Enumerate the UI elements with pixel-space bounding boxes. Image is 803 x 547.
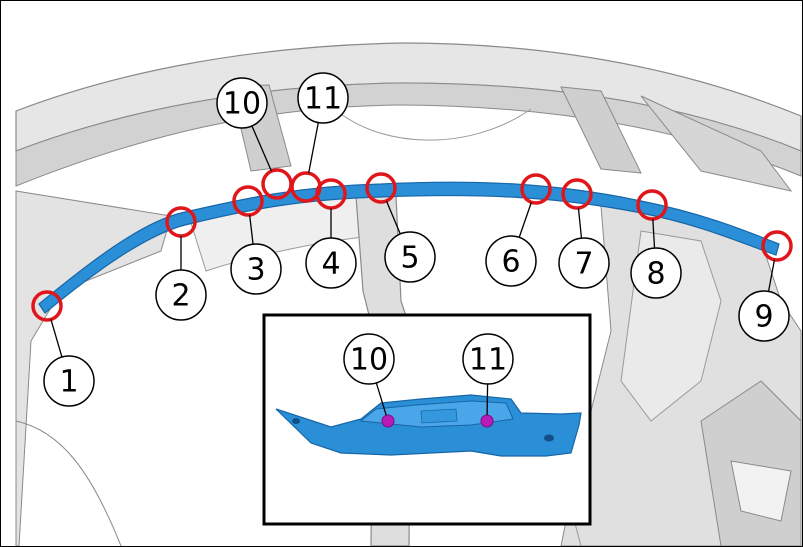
callout-number: 10 [350, 343, 388, 378]
callout-bubble [384, 231, 436, 283]
inset-leader-line-11 [486, 383, 489, 416]
callout-number: 1 [59, 365, 78, 400]
callout-5: 5 [384, 231, 436, 283]
leader-line-10 [251, 125, 273, 172]
leader-line-3 [248, 214, 254, 245]
callout-bubble [485, 235, 537, 287]
inset-callout-layer: 10 11 [343, 333, 514, 385]
callout-number: 10 [223, 87, 261, 122]
callout-layer: 1 2 3 4 5 6 7 8 9 10 11 [43, 72, 790, 407]
callout-bubble [343, 333, 395, 385]
callout-1: 1 [43, 355, 95, 407]
leader-line-11 [307, 122, 319, 174]
callout-bubble [558, 237, 610, 289]
marker-circle-5 [365, 172, 397, 204]
callout-number: 3 [246, 253, 265, 288]
callout-bubble [155, 269, 207, 321]
callout-number: 2 [171, 279, 190, 314]
leader-line-5 [385, 200, 401, 235]
callout-number: 11 [304, 82, 342, 117]
marker-circle-9 [761, 230, 793, 262]
leader-layer [50, 122, 776, 358]
inset-callout-11: 11 [462, 333, 514, 385]
callout-bubble [738, 290, 790, 342]
callout-9: 9 [738, 290, 790, 342]
marker-circle-8 [636, 189, 668, 221]
inset-leader-layer [375, 382, 489, 416]
callout-bubble [216, 77, 268, 129]
callout-number: 8 [646, 257, 665, 292]
roof-rail-part [38, 181, 780, 314]
callout-bubble [43, 355, 95, 407]
callout-bubble [297, 72, 349, 124]
inset-fastener-10 [381, 414, 395, 428]
callout-bubble [462, 333, 514, 385]
callout-2: 2 [155, 269, 207, 321]
callout-number: 4 [321, 247, 340, 282]
leader-line-9 [767, 259, 776, 292]
marker-layer [31, 168, 793, 322]
inset-fastener-11 [480, 414, 494, 428]
callout-number: 6 [501, 245, 520, 280]
marker-circle-1 [31, 290, 63, 322]
inset-leader-line-10 [375, 382, 387, 416]
inset-callout-10: 10 [343, 333, 395, 385]
callout-number: 5 [400, 241, 419, 276]
callout-6: 6 [485, 235, 537, 287]
inset-fastener-layer [381, 414, 494, 428]
callout-bubble [230, 243, 282, 295]
callout-4: 4 [305, 237, 357, 289]
leader-line-6 [518, 202, 533, 238]
leader-line-8 [652, 218, 656, 249]
callout-number: 7 [574, 247, 593, 282]
callout-10: 10 [216, 77, 268, 129]
callout-7: 7 [558, 237, 610, 289]
inset-bracket-part [275, 394, 582, 457]
callout-3: 3 [230, 243, 282, 295]
callout-number: 11 [469, 343, 507, 378]
detail-inset: 10 11 [262, 313, 592, 526]
marker-circle-6 [520, 173, 552, 205]
leader-line-7 [577, 207, 583, 239]
callout-8: 8 [630, 247, 682, 299]
callout-11: 11 [297, 72, 349, 124]
marker-circle-3 [232, 185, 264, 217]
marker-circle-11 [290, 171, 322, 203]
callout-bubble [305, 237, 357, 289]
callout-number: 9 [754, 300, 773, 335]
leader-line-1 [50, 319, 63, 358]
callout-bubble [630, 247, 682, 299]
marker-circle-7 [561, 178, 593, 210]
